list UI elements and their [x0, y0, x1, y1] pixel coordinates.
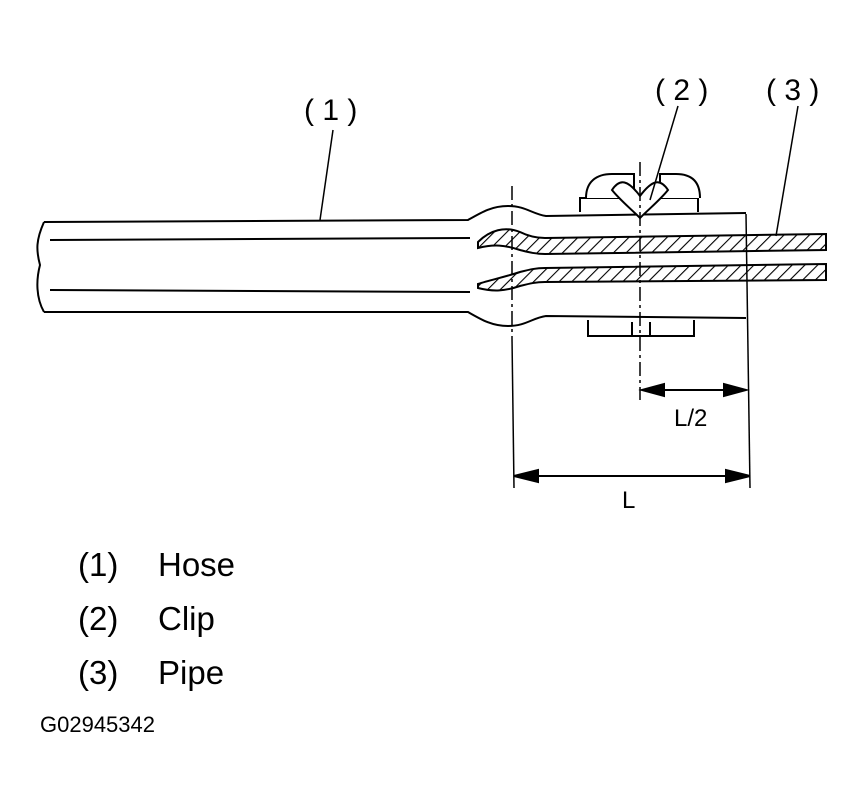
- pipe: [477, 228, 827, 292]
- extension-lines: [511, 213, 751, 489]
- dimension-half-length: [638, 382, 750, 398]
- callout-clip: ( 2 ): [655, 74, 708, 107]
- legend-number: (1): [78, 546, 119, 583]
- dimension-half-length-label: L/2: [674, 405, 707, 432]
- legend-label: Clip: [158, 600, 215, 637]
- legend-label: Hose: [158, 546, 236, 583]
- legend-number: (2): [78, 600, 119, 637]
- callout-hose: ( 1 ): [304, 94, 357, 127]
- legend-number: (3): [78, 654, 119, 691]
- hose: [36, 204, 747, 328]
- figure-id: G02945342: [40, 712, 155, 737]
- legend-item-hose: (1) Hose: [78, 538, 235, 592]
- parts-legend: (1) Hose (2) Clip (3) Pipe: [78, 538, 235, 700]
- dimension-length-label: L: [622, 487, 635, 514]
- dimension-length: [513, 468, 751, 484]
- legend-item-clip: (2) Clip: [78, 592, 235, 646]
- hose-clip-diagram: L/2 L ( 1 ) ( 2 ) ( 3 ): [36, 74, 827, 514]
- legend-item-pipe: (3) Pipe: [78, 646, 235, 700]
- legend-label: Pipe: [158, 654, 225, 691]
- center-lines: [511, 162, 641, 400]
- leader-lines: [319, 105, 799, 237]
- callout-pipe: ( 3 ): [766, 74, 819, 107]
